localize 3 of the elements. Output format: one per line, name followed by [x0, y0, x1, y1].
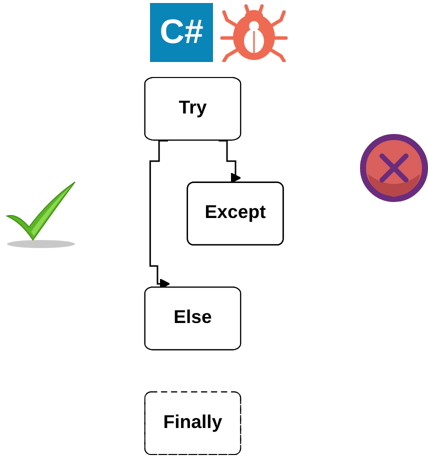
arrow	[218, 140, 242, 184]
language-tile: C#	[150, 3, 213, 62]
arrow	[149, 140, 170, 290]
